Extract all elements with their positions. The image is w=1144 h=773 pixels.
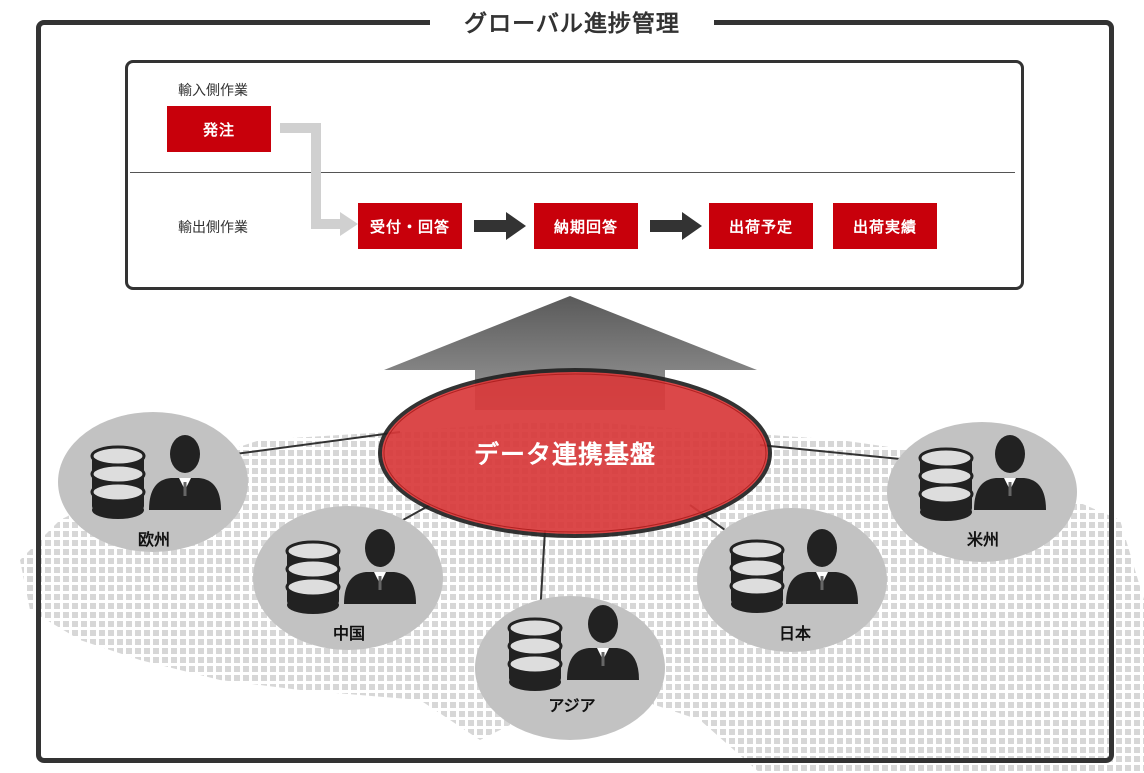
person-icon bbox=[149, 435, 221, 510]
import-side-label: 輸入側作業 bbox=[178, 83, 248, 99]
step-ship-actual: 出荷実績 bbox=[833, 203, 937, 249]
page-title: グローバル進捗管理 bbox=[430, 4, 714, 38]
node-icons bbox=[90, 435, 1046, 691]
order-box: 発注 bbox=[167, 106, 271, 152]
step-accept-reply: 受付・回答 bbox=[358, 203, 462, 249]
hub-label: データ連携基盤 bbox=[473, 440, 656, 469]
export-side-label: 輸出側作業 bbox=[178, 220, 248, 236]
order-flow-arrow bbox=[280, 123, 358, 236]
region-label-asia: アジア bbox=[548, 696, 596, 715]
person-icon bbox=[567, 605, 639, 680]
flow-arrow-2 bbox=[650, 212, 702, 240]
database-icon bbox=[507, 617, 563, 691]
person-icon bbox=[786, 529, 858, 604]
database-icon bbox=[90, 445, 146, 519]
person-icon bbox=[344, 529, 416, 604]
region-label-china: 中国 bbox=[332, 624, 365, 643]
database-icon bbox=[285, 540, 341, 614]
step-ship-plan: 出荷予定 bbox=[709, 203, 813, 249]
region-label-americas: 米州 bbox=[966, 530, 999, 549]
database-icon bbox=[729, 539, 785, 613]
flow-arrow-1 bbox=[474, 212, 526, 240]
database-icon bbox=[918, 447, 974, 521]
flow-panel bbox=[125, 60, 1024, 290]
data-hub bbox=[378, 368, 772, 538]
region-label-europe: 欧州 bbox=[137, 530, 170, 549]
flow-divider bbox=[130, 172, 1015, 173]
region-label-japan: 日本 bbox=[778, 624, 811, 643]
step-delivery-reply: 納期回答 bbox=[534, 203, 638, 249]
person-icon bbox=[974, 435, 1046, 510]
